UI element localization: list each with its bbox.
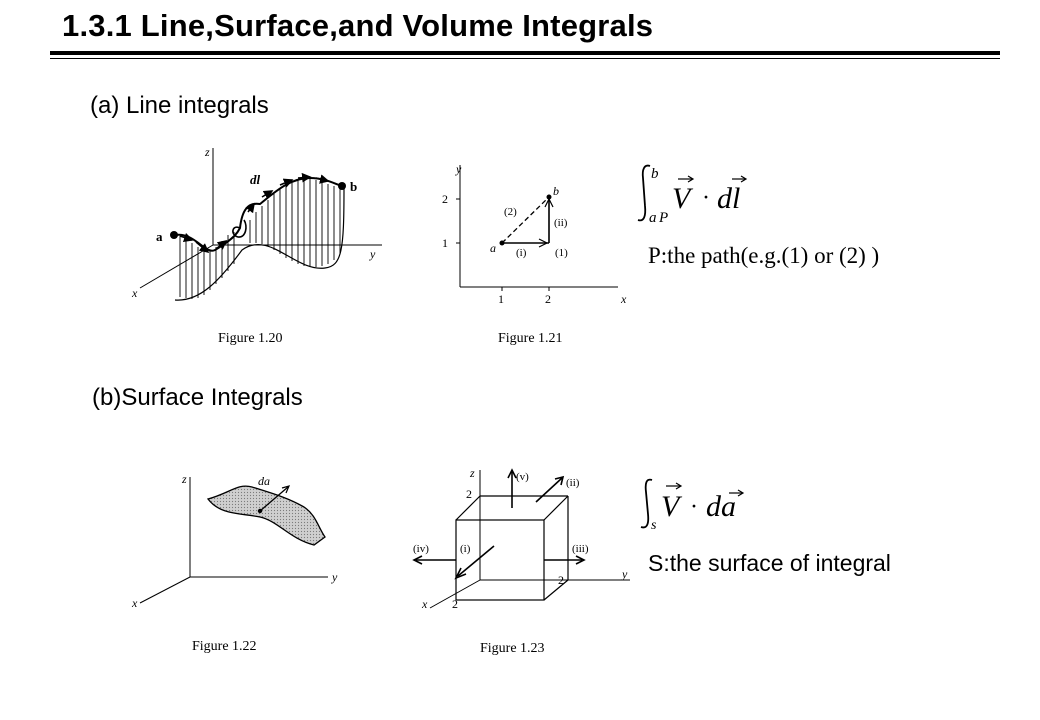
figure-1-21-caption: Figure 1.21: [498, 331, 563, 346]
svg-text:a: a: [649, 210, 657, 226]
vector-v: V: [661, 490, 683, 523]
figure-1-22-caption: Figure 1.22: [192, 639, 257, 654]
tick-x-1: 1: [498, 292, 504, 306]
path-1-label: (1): [555, 247, 568, 259]
axis-z-label: z: [204, 145, 210, 159]
svg-text:P: P: [658, 210, 668, 226]
axis-y-label: y: [369, 247, 376, 261]
da-label: da: [258, 474, 270, 488]
figure-1-23-caption: Figure 1.23: [480, 641, 545, 656]
point-b-label: b: [553, 184, 559, 198]
dl-term: dl: [717, 182, 740, 215]
tick-x-2: 2: [545, 292, 551, 306]
figure-1-23: z 2 (v) (ii) (iv) (i) (iii) 2 y x 2 Figu…: [412, 466, 630, 656]
normal-arrow: [259, 486, 289, 512]
x-axis: [139, 244, 214, 289]
section-a-heading: (a) Line integrals: [90, 92, 269, 119]
axis-y-label: y: [331, 570, 338, 584]
figure-1-22: z y x da Figure 1.22: [131, 472, 338, 654]
axis-x-label: x: [131, 286, 138, 300]
da-term: da: [706, 490, 736, 523]
tick-y-2: 2: [442, 192, 448, 206]
point-a: [170, 231, 178, 239]
surface-note: S:the surface of integral: [648, 550, 891, 576]
axis-y-label: y: [455, 162, 462, 176]
label-b: b: [350, 179, 357, 194]
label-a: a: [156, 229, 163, 244]
axis-x-label: x: [620, 292, 627, 306]
svg-text:s: s: [651, 518, 657, 533]
axis-y-label: y: [621, 567, 628, 581]
path-note: P:the path(e.g.(1) or (2) ): [648, 243, 880, 268]
path-2-dashed: [501, 196, 550, 244]
title-rule: [50, 51, 1000, 55]
title-rule-thin: [50, 58, 1000, 59]
tick-x-2: 2: [452, 597, 458, 611]
tick-y-2: 2: [558, 573, 564, 587]
section-b-heading: (b)Surface Integrals: [92, 384, 303, 411]
label-dl: dl: [250, 172, 261, 187]
axis-z-label: z: [181, 472, 187, 486]
axis-x-label: x: [131, 596, 138, 610]
page-title: 1.3.1 Line,Surface,and Volume Integrals: [62, 8, 654, 43]
svg-text:b: b: [651, 166, 659, 182]
point-a-label: a: [490, 241, 496, 255]
integral-sign: [640, 478, 653, 529]
figure-1-21: y x 2 1 1 2 a b (2) (ii) (i) (1) Figure …: [442, 162, 627, 346]
tick-z-2: 2: [466, 487, 472, 501]
face-iii-label: (iii): [572, 543, 589, 555]
face-v-label: (v): [516, 471, 529, 483]
line-integral-formula: b a P V · dl: [637, 164, 748, 226]
face-iv-label: (iv): [413, 543, 429, 555]
tick-y-1: 1: [442, 236, 448, 250]
axis-x-label: x: [421, 597, 428, 611]
integral-sign: [637, 164, 651, 222]
point-b: [338, 182, 346, 190]
segment-i-label: (i): [516, 247, 527, 259]
figure-1-20-caption: Figure 1.20: [218, 331, 283, 346]
dot-operator: ·: [690, 494, 698, 520]
cube-front: [455, 519, 545, 601]
surface-patch: [206, 485, 326, 546]
point-b: [546, 194, 552, 200]
dot-operator: ·: [702, 185, 710, 211]
segment-ii-label: (ii): [554, 217, 568, 229]
figure-1-20: z y x a b dl Figure 1.20: [131, 145, 382, 346]
face-i-label: (i): [460, 543, 471, 555]
vector-v: V: [672, 182, 694, 215]
hatch-lines: [179, 179, 341, 299]
path-2-label: (2): [504, 206, 517, 218]
surface-integral-formula: s V · da: [640, 478, 745, 533]
point-a: [499, 240, 505, 246]
axis-z-label: z: [469, 466, 475, 480]
x-axis: [429, 579, 481, 609]
face-ii-label: (ii): [566, 477, 580, 489]
x-axis: [139, 576, 191, 604]
